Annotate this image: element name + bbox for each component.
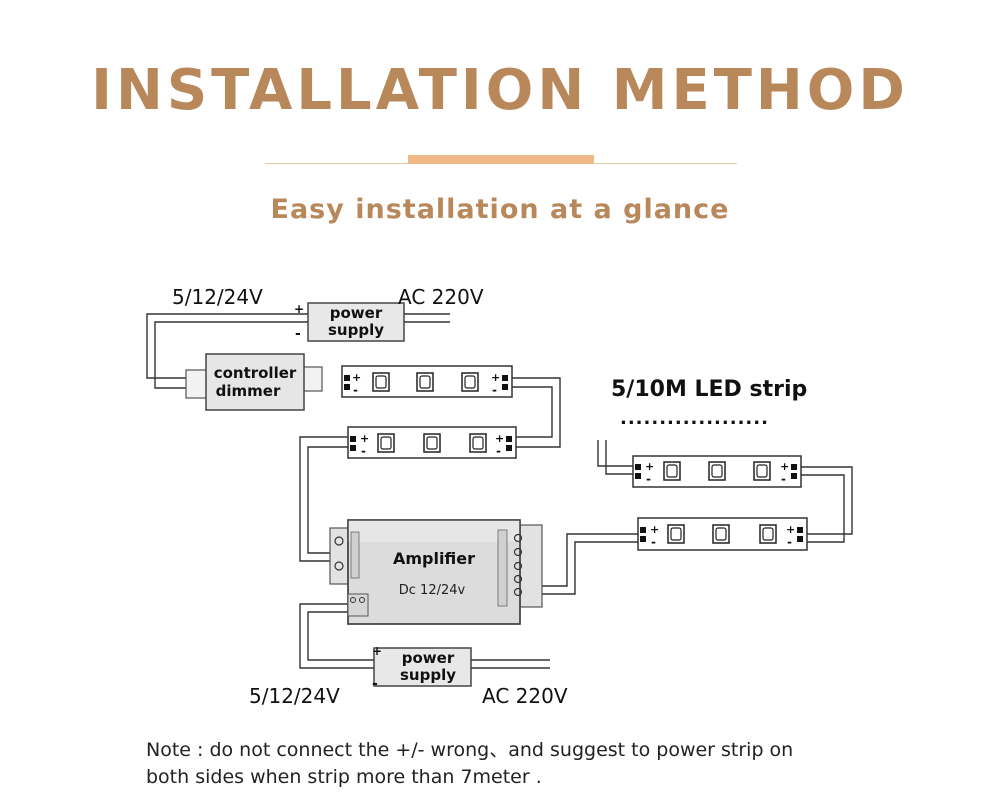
amplifier: Amplifier Dc 12/24v bbox=[329, 519, 543, 625]
power-supply-bottom-label-2: supply bbox=[400, 666, 456, 684]
strip2-plus: + bbox=[360, 432, 369, 445]
led-strip-label: 5/10M LED strip bbox=[611, 377, 807, 402]
strip4-minus: - bbox=[651, 535, 656, 549]
amplifier-rating: Dc 12/24v bbox=[399, 583, 466, 598]
power-supply-top-label-1: power bbox=[330, 304, 383, 322]
strip2-minus-right: - bbox=[496, 444, 501, 458]
strip4-plus-right: + bbox=[786, 523, 795, 536]
power-supply-bottom-minus: - bbox=[372, 676, 378, 692]
strip3-minus-right: - bbox=[781, 472, 786, 486]
wires bbox=[146, 313, 853, 669]
dc-voltage-label-top: 5/12/24V bbox=[172, 285, 263, 309]
strip2-minus: - bbox=[361, 444, 366, 458]
power-supply-top-minus: - bbox=[295, 326, 301, 342]
note-line-2: both sides when strip more than 7meter . bbox=[146, 766, 542, 788]
led-strip-2: + - + - bbox=[347, 426, 517, 459]
strip1-plus-right: + bbox=[491, 371, 500, 384]
strip3-plus-right: + bbox=[780, 460, 789, 473]
page-title: INSTALLATION METHOD bbox=[91, 58, 909, 123]
power-supply-top: power supply + - bbox=[294, 302, 405, 342]
note-line-1: Note : do not connect the +/- wrong、and … bbox=[146, 739, 794, 761]
led-strip-3: + - + - bbox=[632, 455, 802, 488]
ac-voltage-label-top: AC 220V bbox=[398, 285, 484, 309]
strip2-plus-right: + bbox=[495, 432, 504, 445]
dc-voltage-label-bottom: 5/12/24V bbox=[249, 684, 340, 708]
power-supply-bottom-label-1: power bbox=[402, 649, 455, 667]
strip1-minus-right: - bbox=[492, 383, 497, 397]
page-subtitle: Easy installation at a glance bbox=[270, 194, 730, 225]
power-supply-bottom-plus: + bbox=[372, 644, 382, 658]
strip3-plus: + bbox=[645, 460, 654, 473]
strip4-minus-right: - bbox=[787, 535, 792, 549]
led-strip-dots: ................... bbox=[620, 408, 769, 429]
strip1-plus: + bbox=[352, 371, 361, 384]
strip3-minus: - bbox=[646, 472, 651, 486]
ac-voltage-label-bottom: AC 220V bbox=[482, 684, 568, 708]
amplifier-label: Amplifier bbox=[393, 549, 475, 568]
controller-label-2: dimmer bbox=[216, 382, 281, 400]
led-strip-4: + - + - bbox=[637, 517, 808, 551]
installation-note: Note : do not connect the +/- wrong、and … bbox=[146, 737, 866, 791]
led-strip-1: + - + - bbox=[341, 365, 513, 398]
controller-dimmer: controller dimmer bbox=[185, 353, 323, 411]
power-supply-bottom: power supply + - bbox=[372, 644, 472, 692]
strip1-minus: - bbox=[353, 383, 358, 397]
strip4-plus: + bbox=[650, 523, 659, 536]
controller-label-1: controller bbox=[214, 364, 297, 382]
power-supply-top-plus: + bbox=[294, 302, 304, 316]
accent-bar bbox=[408, 155, 594, 164]
power-supply-top-label-2: supply bbox=[328, 321, 384, 339]
